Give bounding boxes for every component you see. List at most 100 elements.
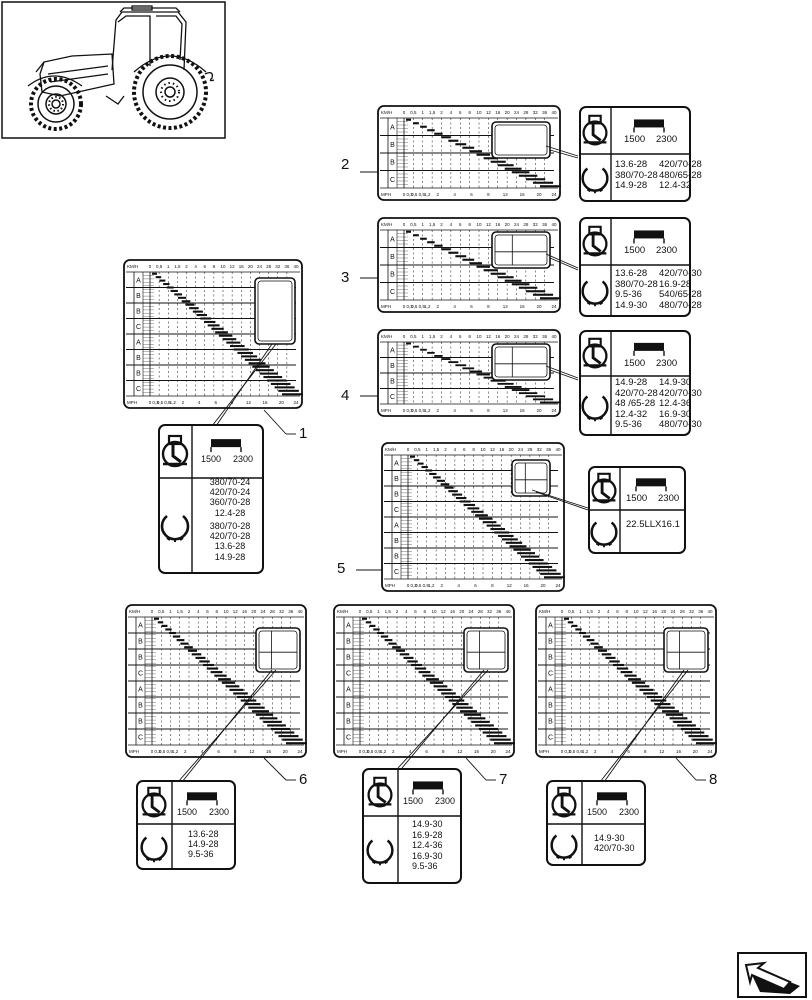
kmh-tick: 36 [546,447,552,452]
speed-bar [184,646,193,649]
speed-bar [620,671,633,674]
gear-label: B [390,363,395,370]
engine-speed-icon [591,472,617,504]
callout-7: 7 [499,771,508,788]
detail-window [255,627,301,673]
speed-bar [540,185,561,188]
rpm-low: 1500 [624,357,646,369]
kmh-tick: 0 [561,609,564,614]
kmh-tick: 4 [450,334,453,339]
speed-bar [628,678,641,681]
speed-bar [448,251,459,254]
gear-label: C [138,735,143,742]
mph-tick: 0,9 [419,192,426,197]
speed-bar [427,241,435,244]
speed-bar [192,310,203,313]
speed-bar [418,671,431,674]
mph-tick: 0,9 [419,408,426,413]
speed-bar [501,538,518,541]
speed-bar [392,646,401,649]
speed-bar [169,631,176,635]
speed-bar [434,244,443,247]
speed-bar [680,727,701,731]
kmh-tick: 16 [450,609,456,614]
speed-bar [180,642,189,645]
speed-bar [263,720,282,723]
mph-tick: 12 [246,400,252,405]
kmh-tick: 10 [476,222,482,227]
kmh-tick: 36 [542,334,548,339]
kmh-tick: 0 [151,609,154,614]
callout-5: 5 [337,560,346,577]
rpm-high: 2300 [656,357,678,369]
mph-tick: 24 [551,192,557,197]
speed-bar [163,283,170,286]
speed-bar [413,122,419,125]
kmh-tick: 8 [468,334,471,339]
rpm-range-bar [634,230,664,239]
callout-3: 3 [341,269,350,286]
speed-bar [170,289,178,292]
speed-bar [278,735,299,738]
kmh-tick: 28 [266,264,272,269]
tire-size: 380/70-24 [209,477,251,487]
mph-label: MPH [381,304,391,309]
kmh-tick: 0,5 [156,264,163,269]
speed-bar [475,724,494,727]
mph-tick: 8 [487,304,490,309]
kmh-tick: 0,5 [410,334,417,339]
mph-tick: 0,9 [164,400,171,405]
speed-bar [540,572,561,575]
tire-size: 360/70-28 [209,497,251,508]
engine-speed-icon [141,786,167,818]
mph-tick: 1,2 [424,304,431,309]
speed-bar [362,617,367,620]
kmh-tick: 1 [421,110,424,115]
mph-tick: 0,5 [411,192,418,197]
kmh-tick: 6 [459,334,462,339]
mph-tick: 12 [659,749,665,754]
kmh-label: KM/H [381,222,392,227]
speed-bar [221,681,236,684]
kmh-tick: 40 [555,447,561,452]
gear-label: B [346,703,351,710]
speed-bar [590,642,599,645]
speed-bar [448,139,459,142]
speed-bar [365,621,372,624]
speed-bar [440,483,450,486]
kmh-tick: 36 [698,609,704,614]
kmh-tick: 4 [607,609,610,614]
rpm-low: 1500 [403,796,424,807]
gear-label: B [136,370,141,377]
tire-size: 13.6-28 [214,541,246,552]
engine-speed-icon [582,225,608,257]
gear-label: C [390,289,395,296]
mph-tick: 20 [540,583,546,588]
tire-size: 14.9-28 [188,839,219,849]
next-page-arrow-icon[interactable] [737,952,807,998]
tire-icon [140,836,168,863]
rpm-high: 2300 [619,807,640,818]
callout-line [263,409,287,435]
callout-4: 4 [341,387,350,404]
kmh-tick: 28 [478,609,484,614]
kmh-tick: 12 [486,110,492,115]
speed-bar [199,660,210,663]
tire-icon [550,834,578,861]
kmh-tick: 8 [423,609,426,614]
speed-bar [236,695,253,699]
speed-bar [639,688,654,691]
speed-bar [427,351,435,354]
kmh-tick: 12 [643,609,649,614]
leader-line [545,365,579,379]
kmh-tick: 2 [440,110,443,115]
mph-tick: 1,2 [428,583,435,588]
mph-tick: 0 [149,400,152,405]
mph-tick: 4 [453,304,456,309]
gear-label: B [136,355,141,362]
speed-bar [165,628,172,631]
kmh-tick: 8 [215,609,218,614]
kmh-tick: 4 [405,609,408,614]
